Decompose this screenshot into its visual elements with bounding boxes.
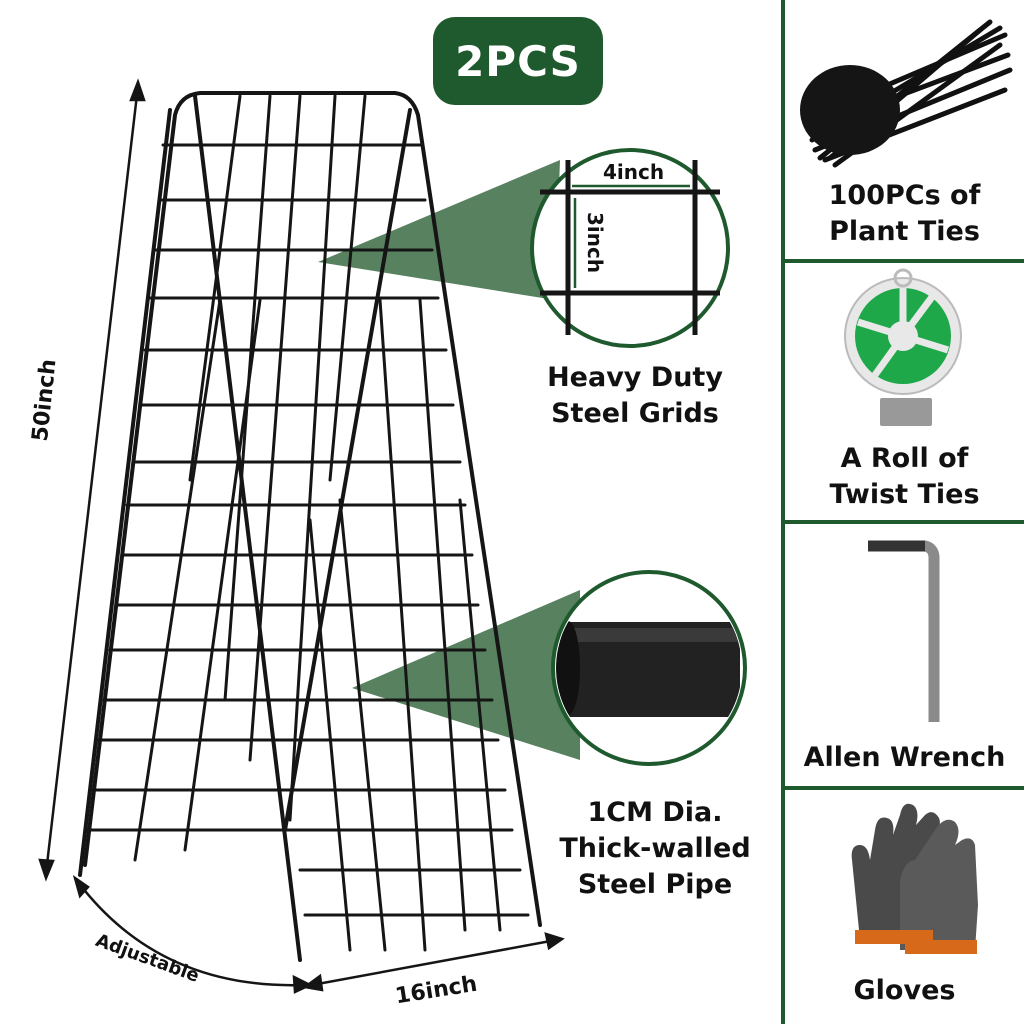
grid-callout-cone xyxy=(318,160,560,300)
pipe-zoom-circle xyxy=(551,570,747,766)
gloves-icon xyxy=(851,803,978,954)
accessory-divider-1 xyxy=(781,259,1024,263)
panel-grid-verticals xyxy=(133,94,502,952)
accessory-label-line2: Plant Ties xyxy=(829,216,980,247)
accessory-divider-2 xyxy=(781,520,1024,524)
back-panel-frame xyxy=(83,91,542,927)
accessory-label-allen-wrench: Allen Wrench xyxy=(785,740,1024,776)
accessory-label-twist-ties: A Roll of Twist Ties xyxy=(785,441,1024,513)
pipe-caption-line1: 1CM Dia. xyxy=(587,797,723,828)
accessory-label-line1: Gloves xyxy=(853,975,956,1006)
pipe-caption: 1CM Dia. Thick-walled Steel Pipe xyxy=(550,795,760,903)
adjustable-arc xyxy=(77,881,306,987)
allen-wrench-icon xyxy=(868,540,940,722)
quantity-badge: 2PCS xyxy=(433,17,603,105)
accessory-label-line1: 100PCs of xyxy=(828,180,981,211)
twist-tie-roll-icon xyxy=(844,268,962,426)
pipe-caption-line2: Thick-walled xyxy=(559,833,751,864)
panel-grid-horizontals xyxy=(86,143,530,917)
grid-zoom-circle xyxy=(530,148,730,348)
accessory-label-plant-ties: 100PCs of Plant Ties xyxy=(785,178,1024,250)
grids-caption: Heavy Duty Steel Grids xyxy=(535,360,735,432)
accessory-divider-3 xyxy=(781,786,1024,790)
width-dimension-line xyxy=(311,938,557,987)
front-panel-frame xyxy=(78,94,412,962)
pipe-callout-cone xyxy=(352,590,580,760)
grid-height-label: 3inch xyxy=(583,212,607,274)
accessory-label-line2: Twist Ties xyxy=(829,479,980,510)
pipe-caption-line3: Steel Pipe xyxy=(577,869,733,900)
grids-caption-line1: Heavy Duty xyxy=(547,362,723,393)
accessories-panel xyxy=(781,0,1024,1024)
accessory-label-line1: A Roll of xyxy=(840,443,969,474)
accessory-label-gloves: Gloves xyxy=(785,973,1024,1009)
accessory-label-line1: Allen Wrench xyxy=(803,742,1006,773)
cable-ties-icon xyxy=(800,19,1013,168)
grids-caption-line2: Steel Grids xyxy=(551,398,719,429)
height-dimension-line xyxy=(44,85,140,874)
grid-width-label: 4inch xyxy=(603,160,665,184)
